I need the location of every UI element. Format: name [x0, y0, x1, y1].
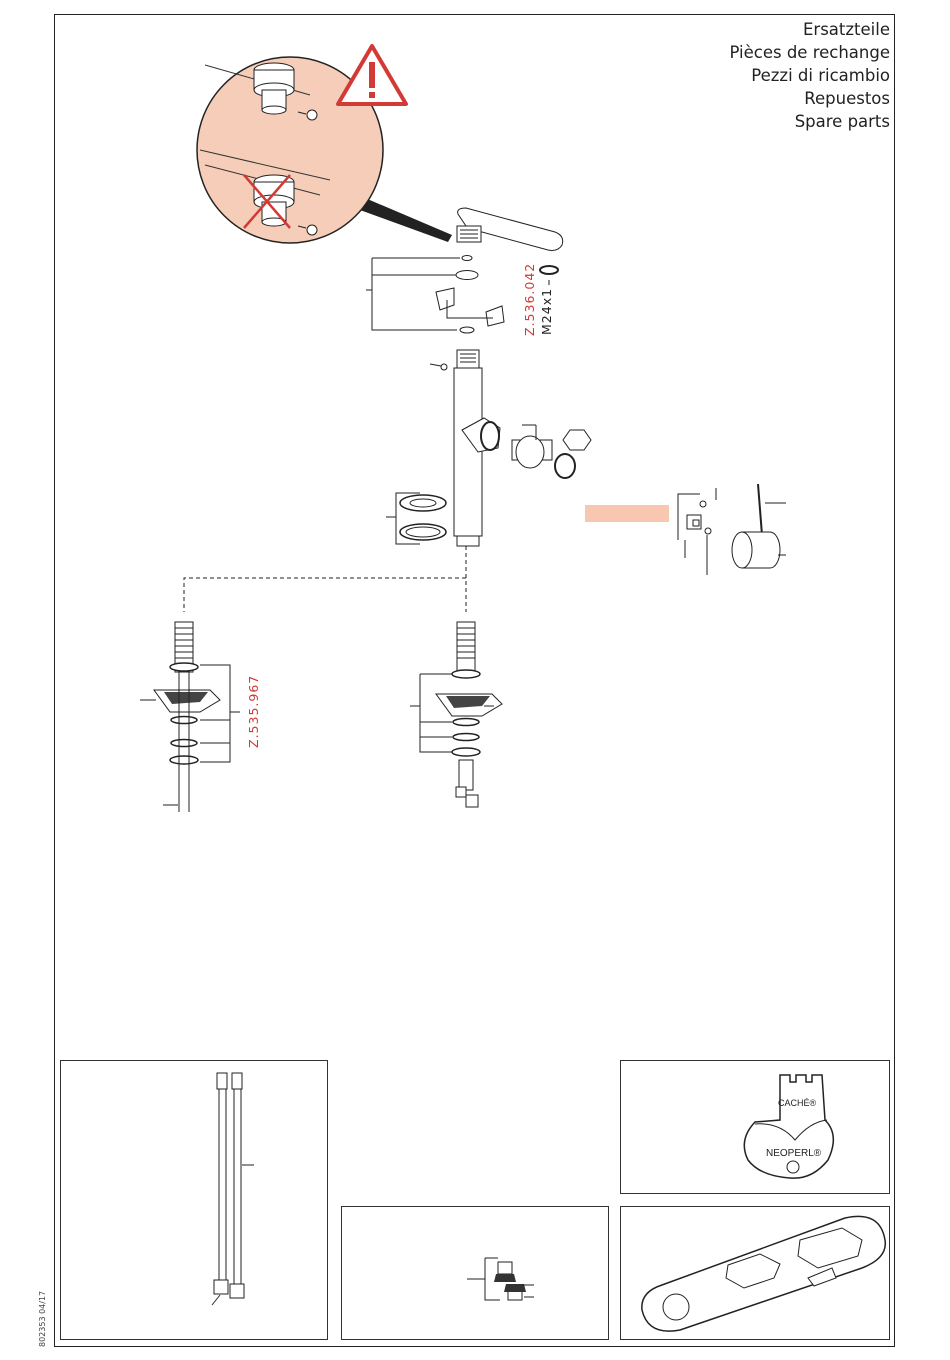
dashed-connector: [184, 546, 466, 612]
handle-drawing: [678, 484, 786, 575]
detail-magnifier: [197, 57, 452, 243]
nuts-box: [341, 1206, 609, 1340]
mounting-set-part-code: Z.535.967: [246, 675, 261, 748]
mounting-set-right-drawing: [410, 622, 502, 807]
mounting-set-left-drawing: [140, 622, 240, 812]
aerator-part-code: Z.536.042: [522, 263, 537, 336]
cache-key-box: [620, 1060, 890, 1194]
flex-hoses-box: [60, 1060, 328, 1340]
aerator-thread-label: M24x1: [539, 288, 554, 335]
body-drawing: [386, 350, 591, 546]
wrench-box: [620, 1206, 890, 1340]
highlight-bar: [585, 505, 669, 522]
warning-icon: [338, 46, 406, 104]
